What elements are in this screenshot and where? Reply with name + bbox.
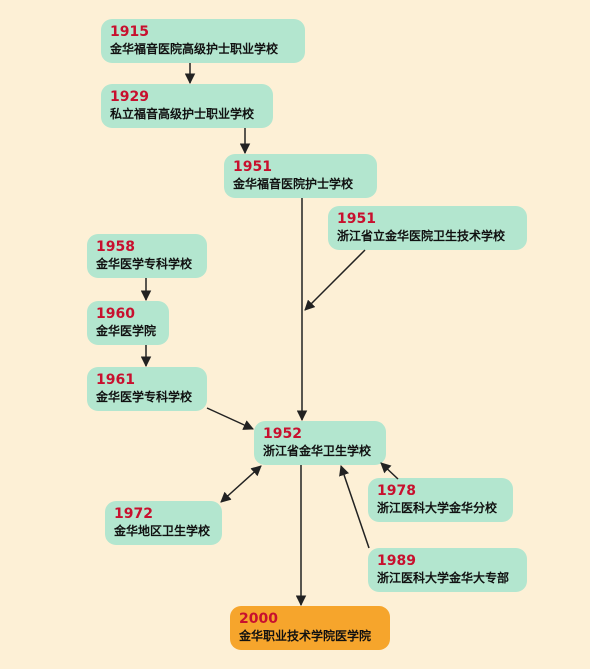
- node-1958: 1958 金华医学专科学校: [87, 234, 207, 278]
- node-year: 1958: [96, 239, 135, 255]
- node-1951-provincial: 1951 浙江省立金华医院卫生技术学校: [328, 206, 527, 250]
- node-1960: 1960 金华医学院: [87, 301, 169, 345]
- node-year: 2000: [239, 611, 278, 627]
- node-name: 金华职业技术学院医学院: [239, 629, 372, 643]
- node-year: 1951: [337, 211, 376, 227]
- edge-1972-1952: [220, 465, 262, 503]
- node-1989: 1989 浙江医科大学金华大专部: [368, 548, 527, 592]
- node-name: 浙江省金华卫生学校: [263, 444, 372, 458]
- node-year: 1972: [114, 506, 153, 522]
- node-name: 浙江医科大学金华分校: [377, 501, 498, 515]
- node-name: 浙江医科大学金华大专部: [377, 571, 510, 585]
- node-year: 1951: [233, 159, 272, 175]
- node-name: 金华医学专科学校: [96, 390, 193, 404]
- node-year: 1952: [263, 426, 302, 442]
- node-name: 金华医学院: [96, 324, 157, 338]
- node-2000: 2000 金华职业技术学院医学院: [230, 606, 390, 650]
- node-1961: 1961 金华医学专科学校: [87, 367, 207, 411]
- node-name: 金华福音医院高级护士职业学校: [110, 42, 279, 56]
- node-1929: 1929 私立福音高级护士职业学校: [101, 84, 273, 128]
- node-name: 浙江省立金华医院卫生技术学校: [337, 229, 506, 243]
- node-year: 1915: [110, 24, 149, 40]
- node-1952: 1952 浙江省金华卫生学校: [254, 421, 386, 465]
- node-name: 金华福音医院护士学校: [233, 177, 354, 191]
- node-year: 1961: [96, 372, 135, 388]
- node-year: 1978: [377, 483, 416, 499]
- node-year: 1989: [377, 553, 416, 569]
- edge-1989-1952: [339, 465, 370, 549]
- node-name: 金华地区卫生学校: [114, 524, 211, 538]
- node-1915: 1915 金华福音医院高级护士职业学校: [101, 19, 305, 63]
- node-name: 金华医学专科学校: [96, 257, 193, 271]
- edge-1951b-1952: [304, 249, 366, 311]
- node-1972: 1972 金华地区卫生学校: [105, 501, 222, 545]
- node-1978: 1978 浙江医科大学金华分校: [368, 478, 513, 522]
- edge-1961-1952: [206, 407, 254, 430]
- node-name: 私立福音高级护士职业学校: [110, 107, 255, 121]
- node-1951-fuyin: 1951 金华福音医院护士学校: [224, 154, 377, 198]
- node-year: 1929: [110, 89, 149, 105]
- edge-1978-1952: [380, 462, 399, 480]
- node-year: 1960: [96, 306, 135, 322]
